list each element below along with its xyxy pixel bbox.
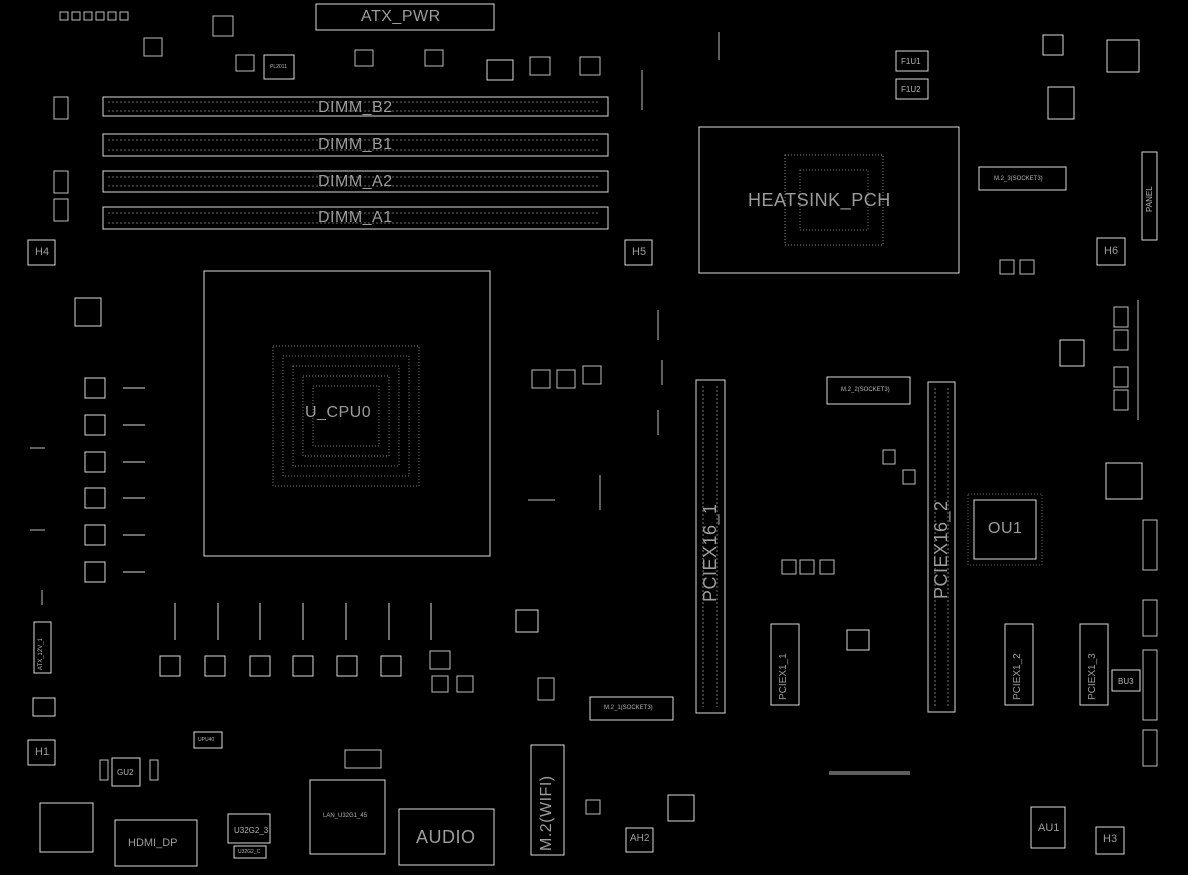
pciex16-2-slot — [927, 381, 956, 713]
pciex16-1-slot — [695, 379, 726, 714]
lan-usb-port — [309, 779, 386, 855]
audio-jack-block — [398, 808, 495, 866]
dimm-b2-slot — [102, 96, 609, 117]
upu40-label: UPU40 — [198, 737, 215, 743]
atx-pwr-connector — [315, 3, 495, 31]
gu2-label: GU2 — [117, 768, 134, 777]
f1u1-label: F1U1 — [901, 57, 921, 66]
mount-hole-h1 — [27, 739, 56, 766]
u32g2-c-port — [233, 845, 267, 859]
au1-label: AU1 — [1038, 822, 1060, 834]
mount-hole-h3-label: H3 — [1103, 833, 1118, 845]
heatsink-label: HEATSINK_PCH — [748, 190, 891, 210]
audio-label: AUDIO — [416, 827, 476, 847]
m2-1-socket — [589, 696, 674, 721]
m2-3-label: M.2_3(SOCKET3) — [994, 176, 1043, 182]
dimm-b1-label: DIMM_B1 — [318, 136, 393, 153]
vrm-components — [84, 377, 432, 677]
f1u2-label: F1U2 — [901, 85, 921, 94]
pciex16-2-label: PCIEX16_2 — [931, 500, 951, 599]
bu3-chip — [1111, 669, 1141, 692]
pch-chip — [784, 154, 884, 246]
atx-12v-label: ATX_12V_1 — [38, 638, 44, 670]
u32g2-c-label: U32G2_C — [238, 849, 261, 855]
passive-components — [30, 11, 1158, 815]
au1-chip — [1030, 806, 1066, 849]
m2-wifi-label: M.2(WIFI) — [538, 775, 555, 851]
pciex1-1-slot — [770, 623, 800, 706]
pl2011-label: PL2011 — [270, 64, 287, 70]
cpu-label: U_CPU0 — [305, 404, 372, 421]
pciex1-2-label: PCIEX1_2 — [1012, 653, 1023, 700]
f1u1-chip — [895, 50, 929, 72]
cpu-socket — [203, 270, 491, 557]
panel-label: PANEL — [1145, 186, 1154, 212]
atx-pwr-label: ATX_PWR — [361, 8, 441, 25]
mount-hole-h6 — [1096, 237, 1126, 266]
dimm-a1-slot — [102, 206, 609, 230]
mount-hole-h5 — [624, 239, 653, 266]
cpu-pad-array — [272, 345, 420, 487]
m2-3-socket — [978, 166, 1067, 191]
mount-hole-h4-label: H4 — [35, 246, 50, 258]
ou1-chip — [973, 499, 1037, 560]
hdmi-dp-label: HDMI_DP — [128, 837, 178, 849]
dimm-a2-label: DIMM_A2 — [318, 173, 393, 190]
pciex1-3-slot — [1079, 623, 1109, 706]
pl2011-chip — [263, 54, 295, 80]
pciex1-2-slot — [1004, 623, 1034, 706]
dimm-b1-slot — [102, 133, 609, 157]
dimm-b2-label: DIMM_B2 — [318, 99, 393, 116]
m2-2-label: M.2_2(SOCKET3) — [841, 387, 890, 393]
u32g2-3-port — [227, 813, 271, 844]
m2-wifi-socket — [530, 744, 565, 856]
mount-hole-h6-label: H6 — [1104, 245, 1119, 257]
dimm-a2-slot — [102, 170, 609, 193]
mount-hole-h3 — [1095, 826, 1125, 855]
dimm-slots — [102, 96, 609, 230]
hdmi-dp-port — [114, 819, 198, 867]
mount-hole-h1-label: H1 — [35, 746, 50, 758]
gu2-chip — [111, 757, 141, 787]
mount-hole-ah2 — [625, 827, 654, 853]
ou1-label: OU1 — [988, 520, 1023, 537]
pciex16-1-label: PCIEX16_1 — [700, 503, 720, 602]
panel-header — [1141, 151, 1158, 241]
ah2-label: AH2 — [630, 833, 650, 844]
m2-1-label: M.2_1(SOCKET3) — [604, 705, 653, 711]
pch-heatsink — [698, 126, 960, 274]
m2-2-socket — [826, 376, 911, 405]
usb-port-block — [39, 802, 94, 853]
pciex1-3-label: PCIEX1_3 — [1087, 653, 1098, 700]
atx-12v-connector — [33, 621, 52, 674]
bu3-label: BU3 — [1118, 677, 1134, 686]
u32g2-3-label: U32G2_3 — [234, 826, 269, 835]
pciex1-1-label: PCIEX1_1 — [778, 653, 789, 700]
dimm-a1-label: DIMM_A1 — [318, 209, 393, 226]
mount-hole-h5-label: H5 — [632, 246, 647, 258]
f1u2-chip — [895, 78, 929, 100]
lan-label: LAN_U32G1_45 — [323, 813, 368, 819]
upu40-chip — [193, 731, 223, 749]
mount-hole-h4 — [27, 239, 56, 266]
